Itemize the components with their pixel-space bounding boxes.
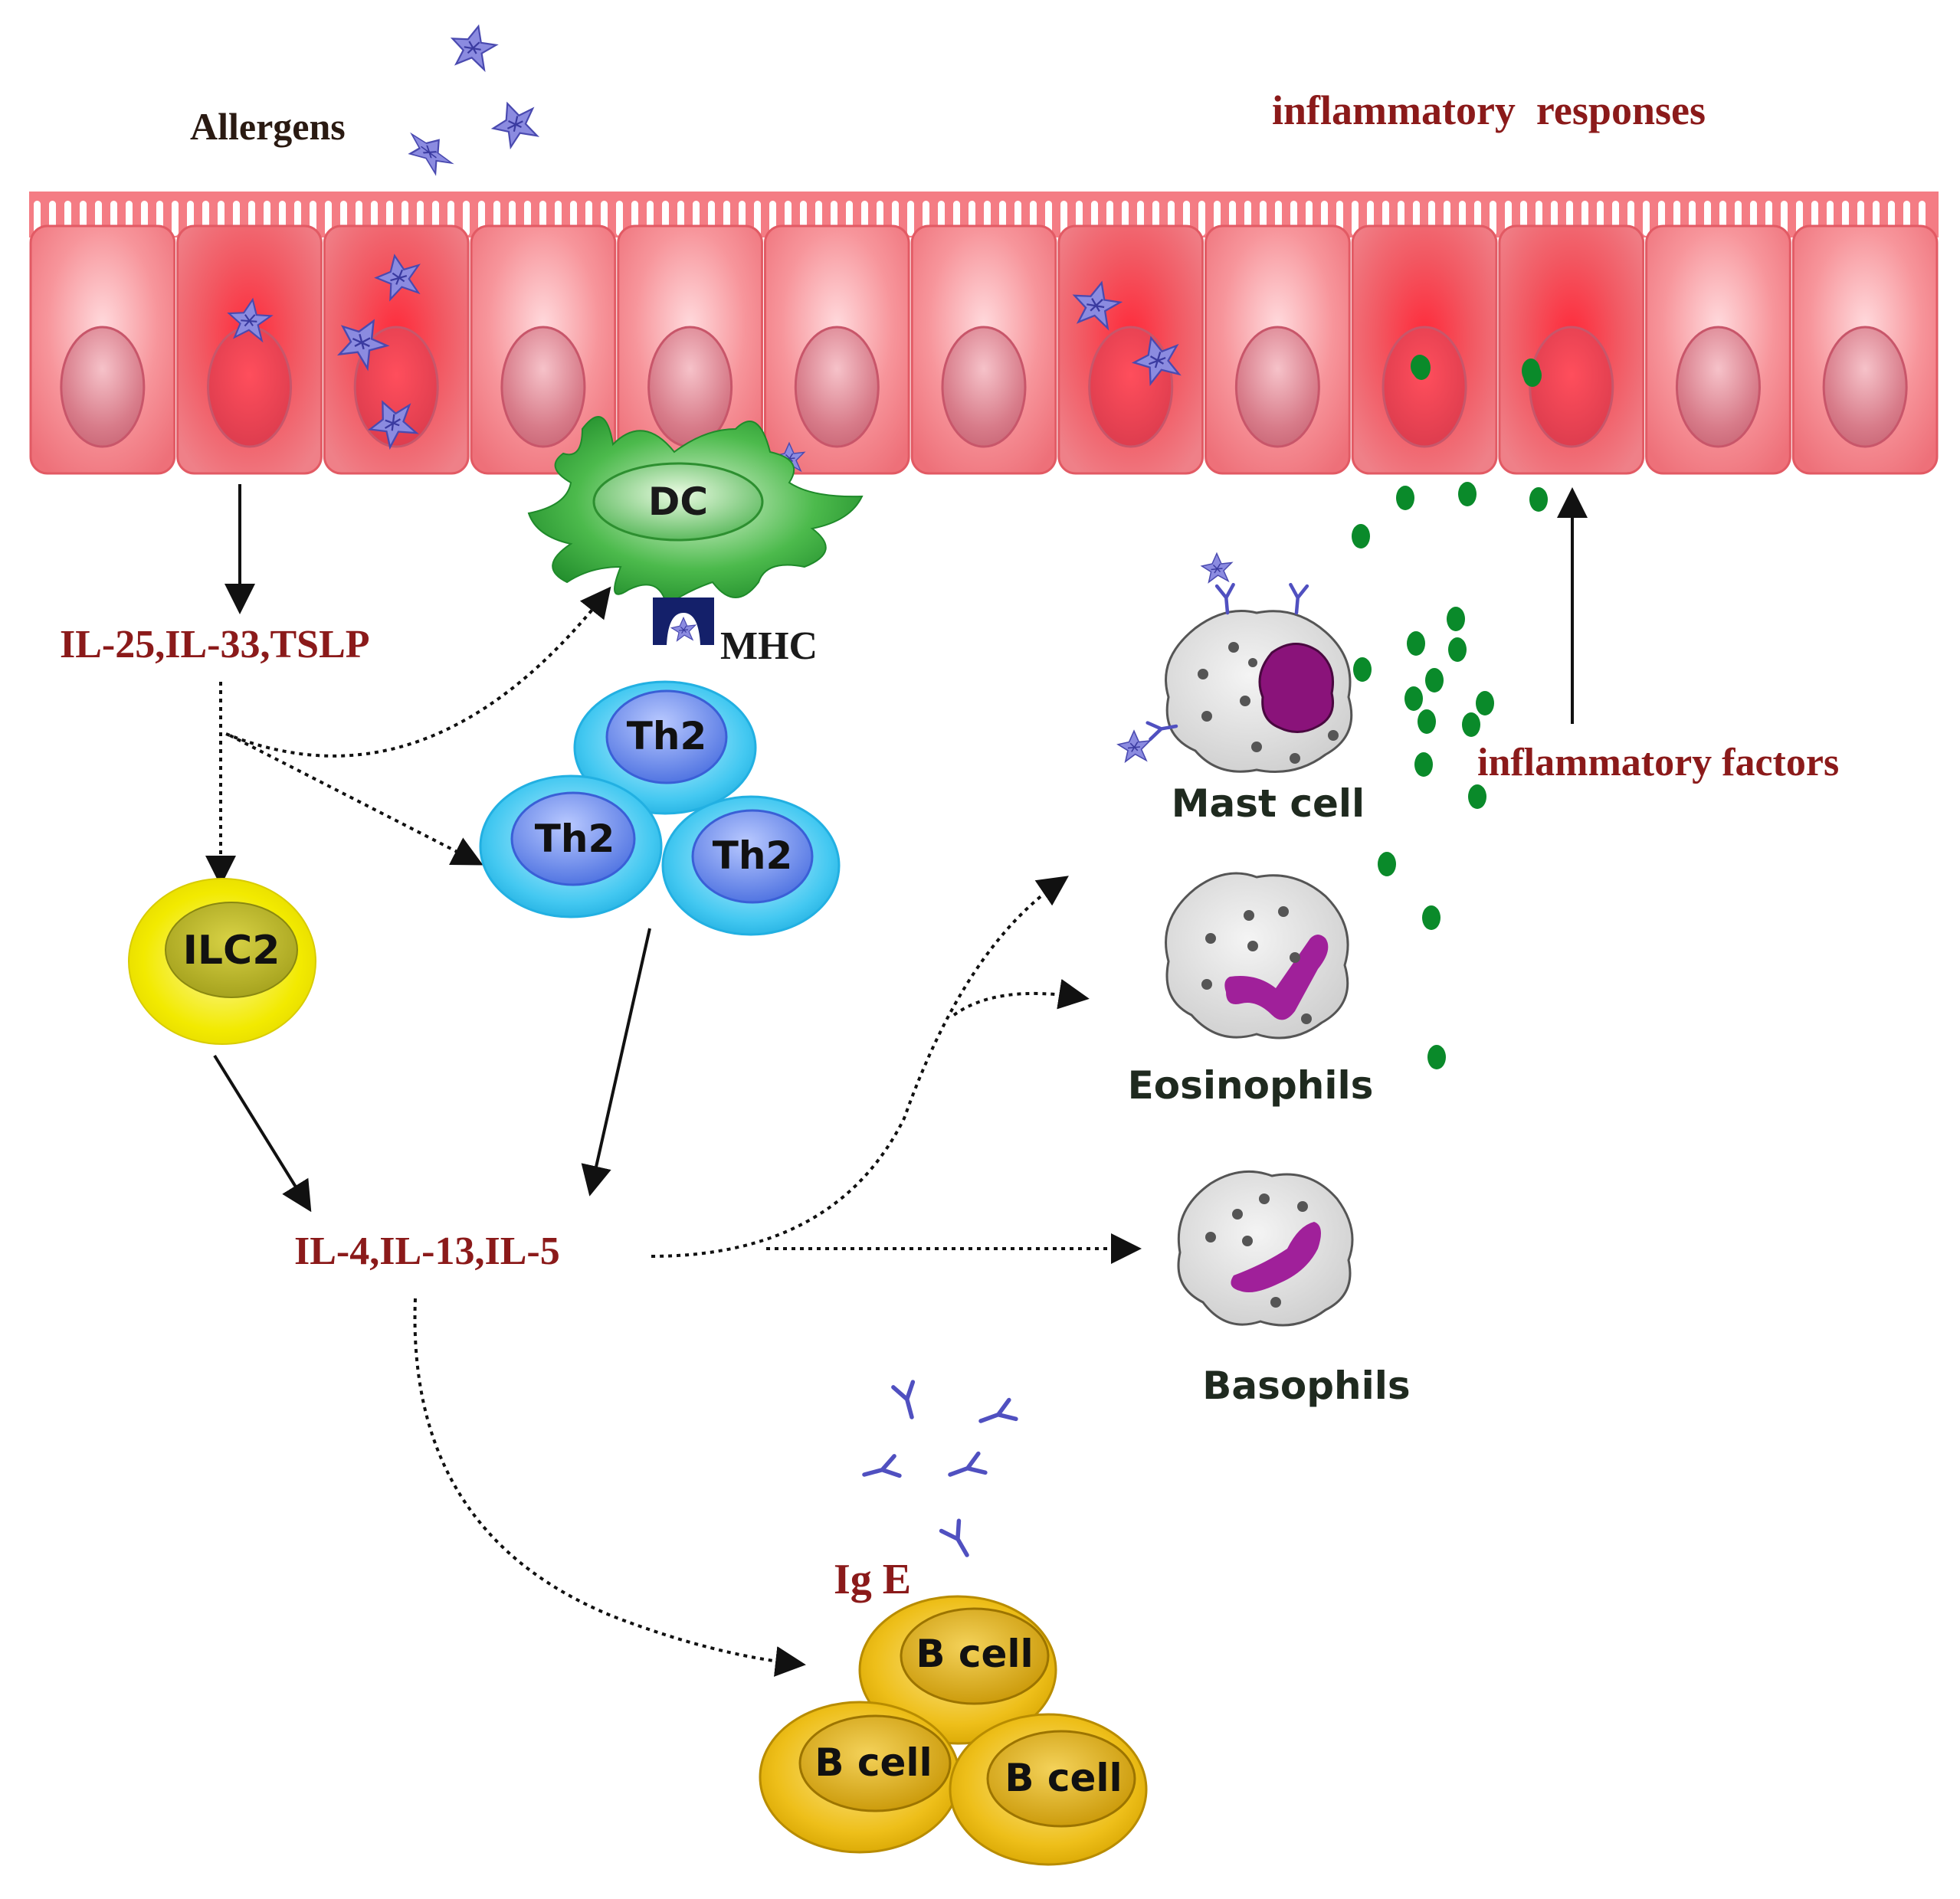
epithelial-nucleus (1529, 326, 1614, 448)
arrow-th2-to-il4 (581, 928, 651, 1197)
antibody-icon (862, 1456, 900, 1485)
allergens-label: Allergens (190, 105, 346, 148)
b-cell: B cell (759, 1701, 961, 1854)
eosinophil-nucleus (1224, 935, 1329, 1020)
inflammatory-factor-dots (1352, 355, 1548, 1069)
mhc-icon (653, 598, 714, 645)
arrow-cytokines-to-dc (225, 586, 611, 758)
cilium (907, 201, 914, 236)
cilium (325, 201, 332, 236)
th2-cell: Th2 (661, 795, 841, 936)
antibody-icon (946, 1454, 985, 1485)
antibody-icon (1288, 584, 1307, 614)
b-cell: B cell (949, 1713, 1148, 1866)
b-cell: B cell (858, 1595, 1057, 1745)
epithelial-nucleus (60, 326, 146, 448)
epithelial-nucleus (1675, 326, 1761, 448)
antibody-icon (893, 1382, 922, 1419)
b-cell-cluster: B cell B cell B cell (759, 1595, 1148, 1866)
cilium (754, 201, 761, 236)
mast-cell-granules (1198, 642, 1339, 764)
cilium (1198, 201, 1205, 236)
epithelial-nucleus (207, 326, 293, 448)
cilium (1643, 201, 1650, 236)
ige-antibodies (862, 1382, 1016, 1560)
epithelial-nucleus (1234, 326, 1320, 448)
epithelial-nucleus (1382, 326, 1467, 448)
inflammatory-responses-label: inflammatory responses (1272, 87, 1706, 133)
epithelial-nucleus (941, 326, 1027, 448)
b-cell-label: B cell (916, 1632, 1033, 1676)
allergen-icon (670, 617, 696, 642)
eosinophil-cell: Eosinophils (1128, 872, 1374, 1108)
allergen-icon (486, 95, 544, 152)
mast-cell: Mast cell (1117, 552, 1365, 826)
arrow-il4-to-mast-cell (651, 876, 1069, 1258)
th2-label: Th2 (627, 714, 707, 758)
allergen-particles-top (400, 19, 544, 179)
th2-cell: Th2 (573, 680, 757, 815)
arrow-cytokines-to-th2 (229, 734, 483, 866)
allergen-icon (400, 123, 459, 179)
mast-cell-label: Mast cell (1172, 781, 1365, 826)
basophils-label: Basophils (1202, 1364, 1410, 1408)
epithelial-nucleus (647, 326, 733, 448)
th2-cell-cluster: Th2 Th2 Th2 (479, 680, 841, 936)
eosinophil-granules (1201, 906, 1312, 1024)
allergen-icon (1117, 730, 1151, 763)
eosinophils-label: Eosinophils (1128, 1063, 1374, 1108)
th2-cell: Th2 (479, 774, 663, 918)
epithelial-nucleus (794, 326, 880, 448)
ilc2-label: ILC2 (183, 928, 280, 974)
mhc-label: MHC (720, 624, 818, 668)
cilium (1060, 201, 1067, 236)
dc-nucleus (592, 462, 764, 542)
mast-cell-nucleus (1258, 643, 1335, 733)
epithelial-nucleus (1822, 326, 1908, 448)
allergen-icon (445, 19, 501, 74)
basophil-granules (1205, 1193, 1308, 1308)
inflammatory-factors-label: inflammatory factors (1477, 741, 1839, 784)
epithelial-nucleus (500, 326, 586, 448)
basophil-cell: Basophils (1177, 1170, 1411, 1408)
arrow-il4-to-bcell (413, 1298, 806, 1677)
cilium (1781, 201, 1788, 236)
epithelial-nucleus (1088, 326, 1174, 448)
b-cell-label: B cell (814, 1740, 932, 1785)
dendritic-cell: DC (527, 416, 864, 645)
antibody-icon (942, 1521, 976, 1560)
cilium (616, 201, 623, 236)
allergen-icon (1201, 552, 1233, 583)
il4-il13-il5-label: IL-4,IL-13,IL-5 (294, 1229, 560, 1273)
pathway-arrows (205, 484, 1588, 1677)
ilc2-cell: ILC2 (128, 878, 316, 1045)
basophil-nucleus (1231, 1222, 1321, 1293)
cilium (463, 201, 470, 236)
il25-il33-tslp-label: IL-25,IL-33,TSLP (60, 623, 370, 666)
ige-label: Ig E (834, 1556, 911, 1603)
cilium (172, 201, 179, 236)
epithelial-nucleus (353, 326, 439, 448)
arrow-ilc2-to-il4 (213, 1054, 312, 1213)
dc-label: DC (648, 480, 708, 524)
arrow-il4-to-eosinophils (952, 978, 1090, 1017)
antibody-icon (1217, 584, 1236, 614)
th2-label: Th2 (535, 817, 615, 861)
antibody-icon (977, 1400, 1015, 1431)
b-cell-label: B cell (1005, 1756, 1122, 1800)
epithelium-layer (29, 192, 1939, 475)
cilium (1352, 201, 1359, 236)
th2-label: Th2 (713, 833, 793, 878)
cilium (1490, 201, 1496, 236)
